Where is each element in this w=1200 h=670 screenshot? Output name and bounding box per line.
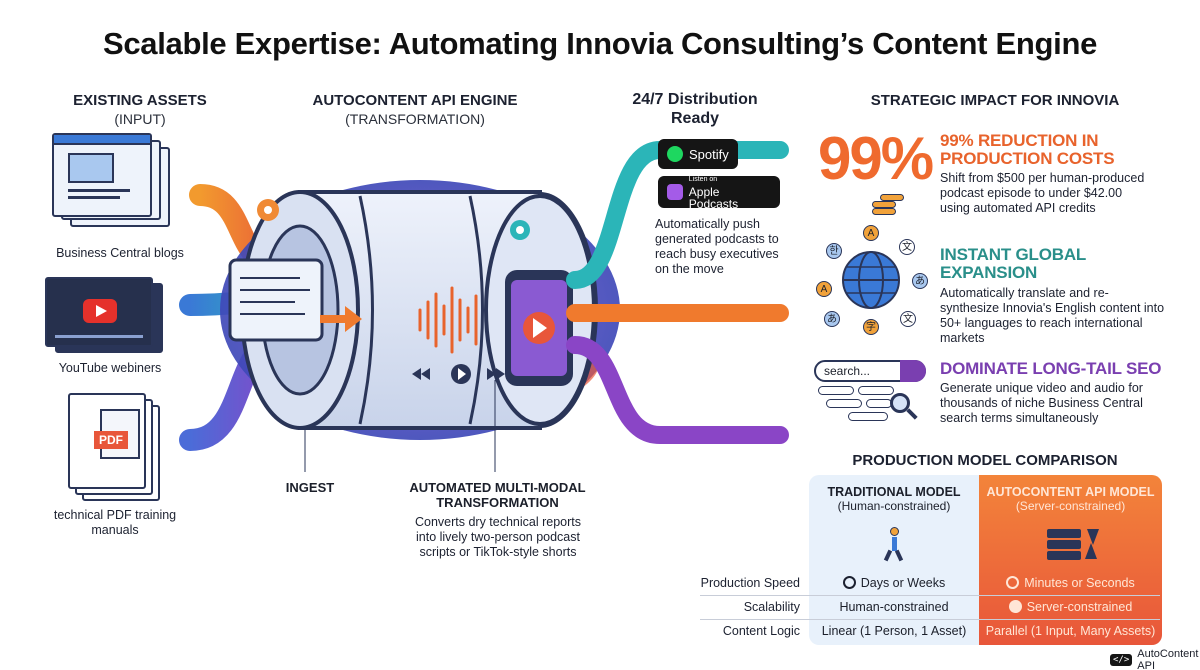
spotify-icon <box>667 146 683 162</box>
api-speed-text: Minutes or Seconds <box>1024 576 1135 590</box>
api-scalability: Server-constrained <box>979 600 1162 614</box>
engine-header-subtitle: (TRANSFORMATION) <box>345 111 485 127</box>
row-label-logic: Content Logic <box>722 624 800 638</box>
footer-brand: </> AutoContent API <box>1110 648 1200 670</box>
pdf-asset-label: technical PDF training manuals <box>53 508 177 537</box>
distribution-header: 24/7 Distribution Ready <box>632 91 758 127</box>
spotify-label: Spotify <box>689 146 729 162</box>
impact-cost-desc: Shift from $500 per human-produced podca… <box>940 171 1145 215</box>
traditional-scalability: Human-constrained <box>839 600 949 614</box>
pdf-icon: PDF <box>68 393 146 489</box>
traditional-logic: Linear (1 Person, 1 Asset) <box>821 624 967 638</box>
transform-title: AUTOMATED MULTI-MODAL TRANSFORMATION <box>409 480 586 510</box>
language-bubbles: A 文 あ A 한 文 字 あ <box>808 225 934 335</box>
traditional-speed-text: Days or Weeks <box>860 576 946 590</box>
apple-podcasts-badge[interactable]: Listen on Apple Podcasts <box>658 176 780 211</box>
transform-arrow-icon <box>320 306 362 332</box>
output-ribbon-purple <box>566 336 789 444</box>
magnifier-icon <box>890 393 918 421</box>
assets-header: EXISTING ASSETS (INPUT) <box>30 92 250 128</box>
row-label-scalability: Scalability <box>743 600 800 614</box>
blog-asset-card <box>52 133 172 243</box>
media-controls-icon <box>412 364 505 384</box>
assets-header-title: EXISTING ASSETS <box>73 92 207 109</box>
check-circle-icon <box>1008 600 1022 613</box>
api-logic: Parallel (1 Input, Many Assets) <box>985 624 1156 638</box>
engine-header-title: AUTOCONTENT API ENGINE <box>312 92 518 109</box>
blog-page-icon <box>52 133 152 217</box>
gear-icon-left <box>257 199 279 221</box>
impact-cost-title: 99% REDUCTION IN PRODUCTION COSTS <box>940 131 1115 168</box>
server-lightning-icon <box>1041 527 1101 561</box>
traditional-speed: Days or Weeks <box>809 576 979 590</box>
impact-seo-desc: Generate unique video and audio for thou… <box>940 381 1143 425</box>
impact-global-title: INSTANT GLOBAL EXPANSION <box>940 245 1086 282</box>
impact-header: STRATEGIC IMPACT FOR INNOVIA <box>870 92 1120 109</box>
api-column: AUTOCONTENT API MODEL (Server-constraine… <box>979 475 1162 645</box>
traditional-name: TRADITIONAL MODEL <box>827 485 961 499</box>
assets-header-subtitle: (INPUT) <box>114 111 166 127</box>
api-scalability-text: Server-constrained <box>1026 600 1133 614</box>
clock-icon <box>1006 576 1020 589</box>
seo-search-bar: search... <box>814 360 926 382</box>
coin-stack-icon <box>868 188 908 218</box>
gear-icon-right <box>510 220 530 240</box>
row-divider <box>700 595 1160 596</box>
big-percent: 99% <box>818 125 934 192</box>
lang-bubble: 文 <box>899 239 915 255</box>
apple-podcasts-icon <box>667 184 683 200</box>
walking-person-icon <box>882 527 906 562</box>
lang-bubble: 한 <box>826 243 842 259</box>
engine-header: AUTOCONTENT API ENGINE (TRANSFORMATION) <box>290 92 540 128</box>
apple-podcasts-label: Apple Podcasts <box>688 185 739 211</box>
lang-bubble: 文 <box>900 311 916 327</box>
code-icon: </> <box>1110 654 1133 666</box>
waveform-icon <box>418 286 478 354</box>
lang-bubble: A <box>863 225 879 241</box>
engine-illustration <box>179 141 789 472</box>
row-label-speed: Production Speed <box>700 576 800 590</box>
pdf-badge: PDF <box>94 431 128 449</box>
traditional-column: TRADITIONAL MODEL (Human-constrained) <box>809 475 979 645</box>
distribution-description: Automatically push generated podcasts to… <box>655 217 779 276</box>
traditional-sub: (Human-constrained) <box>837 499 951 513</box>
comparison-title: PRODUCTION MODEL COMPARISON <box>852 452 1118 469</box>
transform-description: Converts dry technical reports into live… <box>414 515 582 559</box>
output-ribbon-teal <box>566 141 789 289</box>
globe-icon <box>842 251 900 309</box>
youtube-asset-label: YouTube webiners <box>58 361 162 375</box>
youtube-asset-card <box>45 277 165 357</box>
keyword-tags <box>818 386 898 424</box>
apple-listen-on: Listen on <box>688 176 718 183</box>
api-speed: Minutes or Seconds <box>979 576 1162 590</box>
page-title: Scalable Expertise: Automating Innovia C… <box>102 26 1098 61</box>
blog-asset-label: Business Central blogs <box>56 246 184 260</box>
lang-bubble: A <box>816 281 832 297</box>
footer-brand-name: AutoContent API <box>1137 648 1199 670</box>
lang-bubble: あ <box>824 311 840 327</box>
pdf-asset-card: PDF <box>68 393 168 505</box>
row-divider <box>700 619 1160 620</box>
lang-bubble: 字 <box>863 319 879 335</box>
api-name: AUTOCONTENT API MODEL <box>986 485 1155 499</box>
api-sub: (Server-constrained) <box>1015 499 1126 513</box>
spotify-badge[interactable]: Spotify <box>658 139 738 169</box>
lang-bubble: あ <box>912 273 928 289</box>
search-icon <box>900 360 926 382</box>
clock-icon <box>842 576 856 589</box>
ingest-label: INGEST <box>285 480 335 495</box>
youtube-icon <box>45 277 153 347</box>
impact-seo-title: DOMINATE LONG-TAIL SEO <box>940 359 1162 378</box>
seo-search-text: search... <box>824 364 871 378</box>
impact-global-desc: Automatically translate and re-synthesiz… <box>940 286 1165 345</box>
